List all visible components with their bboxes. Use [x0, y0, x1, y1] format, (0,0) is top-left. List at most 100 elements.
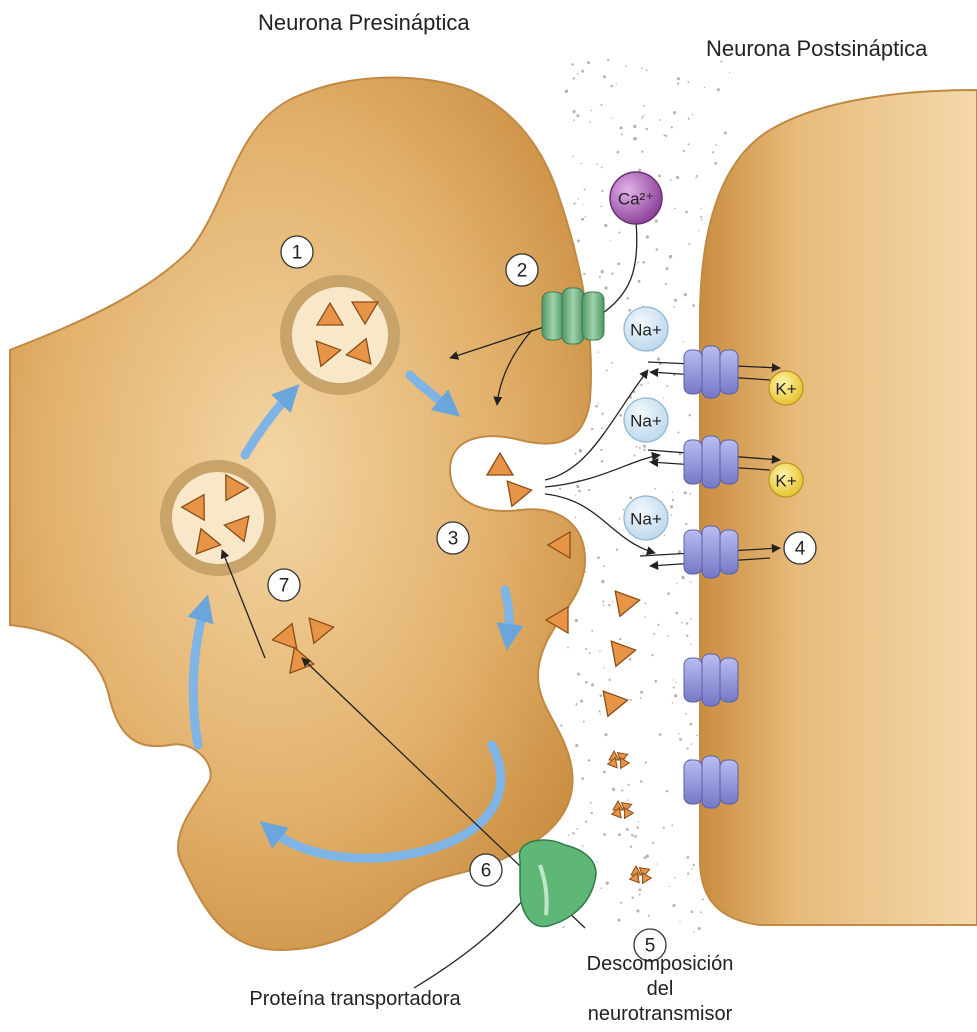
speckle — [637, 262, 639, 264]
speckle — [620, 126, 623, 129]
speckle — [579, 449, 580, 450]
transporter-protein — [519, 840, 596, 927]
speckle — [580, 163, 582, 165]
calcium-label: Ca²⁺ — [618, 190, 654, 209]
speckle — [603, 770, 606, 773]
transporter-pointer — [414, 888, 533, 988]
speckle — [681, 622, 683, 624]
speckle — [582, 845, 584, 847]
sodium-ion-3: Na+ — [624, 496, 668, 540]
speckle — [559, 488, 561, 490]
speckle — [686, 747, 688, 749]
speckle — [625, 65, 627, 67]
speckle — [595, 405, 598, 408]
speckle — [601, 580, 604, 583]
speckle — [666, 790, 669, 793]
speckle — [695, 177, 696, 178]
speckle — [717, 88, 720, 91]
speckle — [597, 164, 599, 166]
neurotransmitter-triangle — [604, 641, 636, 671]
receptor-channel — [684, 526, 738, 578]
receptor-channel — [684, 654, 738, 706]
speckle — [641, 150, 643, 152]
speckle — [700, 911, 702, 913]
step-3: 3 — [437, 522, 469, 554]
speckle — [647, 382, 649, 384]
calcium-ion: Ca²⁺ — [610, 172, 662, 224]
speckle — [704, 87, 705, 88]
speckle — [577, 673, 580, 676]
step-2: 2 — [506, 254, 538, 286]
speckle — [601, 427, 603, 429]
speckle — [683, 341, 684, 342]
speckle — [643, 445, 646, 448]
speckle — [630, 699, 632, 701]
speckle — [670, 179, 672, 181]
speckle — [669, 886, 670, 887]
step-4: 4 — [784, 532, 816, 564]
speckle — [645, 762, 647, 764]
speckle — [573, 110, 576, 113]
potassium-label-1: K+ — [775, 380, 796, 399]
speckle — [638, 280, 641, 283]
speckle — [601, 166, 603, 168]
speckle — [633, 454, 635, 456]
speckle — [563, 926, 565, 928]
sodium-ion-1: Na+ — [624, 307, 668, 351]
speckle — [686, 856, 689, 859]
sodium-label-3: Na+ — [630, 510, 662, 529]
speckle — [674, 299, 677, 302]
speckle — [587, 61, 590, 64]
speckle — [583, 273, 585, 275]
speckle — [640, 691, 643, 694]
postsynaptic-neuron — [700, 90, 977, 925]
speckle — [683, 150, 685, 152]
speckle — [640, 384, 642, 386]
speckle — [607, 59, 609, 61]
potassium-label-2: K+ — [775, 472, 796, 491]
speckle — [686, 635, 688, 637]
speckle — [560, 724, 562, 726]
speckle — [636, 446, 638, 448]
speckle — [627, 799, 628, 800]
speckle — [677, 432, 679, 434]
speckle — [685, 211, 688, 214]
potassium-ion-1: K+ — [769, 371, 803, 405]
calcium-channel — [542, 288, 604, 344]
speckle — [691, 868, 692, 869]
speckle — [619, 638, 621, 640]
speckle — [591, 812, 593, 814]
speckle — [603, 565, 605, 567]
speckle — [617, 262, 620, 265]
breakdown-caption-line1: Descomposición — [587, 953, 734, 975]
speckle — [673, 306, 675, 308]
speckle — [653, 633, 655, 635]
speckle — [601, 190, 603, 192]
speckle — [610, 240, 611, 241]
speckle — [665, 283, 667, 285]
speckle — [588, 489, 590, 491]
speckle — [589, 121, 591, 123]
speckle — [619, 414, 622, 417]
receptor-channel — [684, 436, 738, 488]
speckle — [655, 488, 657, 490]
speckle — [645, 603, 647, 605]
speckle — [687, 873, 689, 875]
speckle — [672, 702, 673, 703]
svg-text:6: 6 — [481, 861, 492, 882]
speckle — [575, 495, 576, 496]
speckle — [641, 118, 642, 119]
speckle — [693, 932, 694, 933]
speckle — [636, 909, 639, 912]
speckle — [576, 485, 579, 488]
transporter-caption: Proteína transportadora — [249, 988, 461, 1010]
speckle — [651, 654, 653, 656]
speckle — [601, 270, 604, 273]
speckle — [626, 297, 629, 300]
speckle — [583, 721, 585, 723]
speckle — [642, 261, 645, 264]
speckle — [643, 553, 644, 554]
speckle — [603, 75, 606, 78]
speckle — [605, 286, 608, 289]
speckle — [685, 523, 687, 525]
